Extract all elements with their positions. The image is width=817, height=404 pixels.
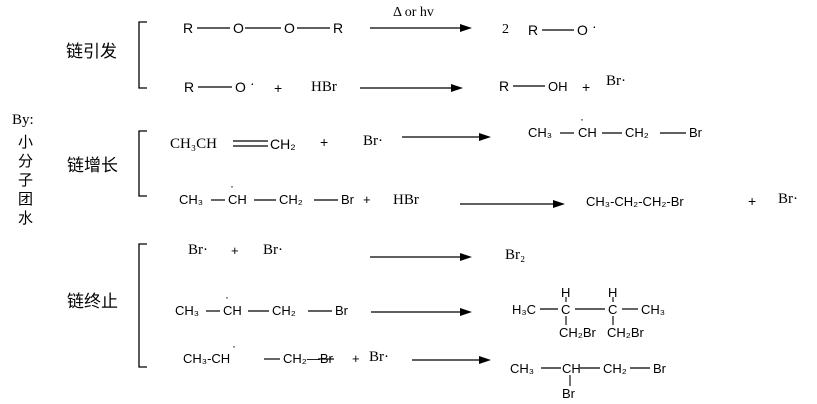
r2-HBr: HBr (311, 79, 337, 95)
r4-CH: CH (228, 192, 247, 207)
r4-HBr: HBr (393, 192, 419, 208)
r6-Br: Br (335, 303, 348, 318)
r6-p-CH2Br-2: CH₂Br (607, 325, 644, 340)
r3-CH2: CH₂ (270, 136, 296, 152)
r1-R-right: R (333, 20, 344, 36)
credit-char: 子 (18, 173, 34, 189)
r6-radical-dot: · (225, 290, 229, 304)
r4-Br: Br (341, 192, 354, 207)
arrowhead-r3 (479, 133, 491, 141)
r6-CH: CH (223, 303, 242, 318)
r6-p-CH2Br-1: CH₂Br (559, 325, 596, 340)
r3-p-CH: CH (578, 125, 597, 140)
r6-p-H2: H (608, 285, 618, 300)
credit-char: 团 (18, 192, 34, 208)
r4-CH2: CH₂ (279, 192, 303, 207)
r1-product-R: R (528, 22, 539, 38)
r5-plus: + (231, 243, 239, 258)
r2-R: R (184, 79, 195, 95)
r3-Br-radical: Br· (363, 133, 383, 149)
bracket-initiation (138, 21, 147, 89)
r3-p-Br: Br (689, 125, 702, 140)
r4-plus2: + (748, 193, 757, 209)
r4-radical-dot: · (230, 179, 234, 193)
r4-plus: + (363, 192, 371, 207)
section-initiation-label: 链引发 (66, 42, 117, 61)
bracket-termination (138, 243, 147, 368)
r1-condition: Δ or hv (393, 5, 434, 20)
r2-plus: + (274, 80, 283, 96)
arrowhead-r6 (460, 308, 472, 316)
r4-product-Br-radical: Br· (778, 191, 798, 207)
r1-product-dot: · (592, 18, 597, 34)
arrowhead-r4 (553, 200, 565, 208)
r1-product-O: O (577, 22, 588, 38)
r2-plus2: + (582, 79, 591, 95)
r2-product-Br-radical: Br· (606, 73, 626, 89)
r6-CH2: CH₂ (272, 303, 296, 318)
credit-char: 水 (18, 211, 34, 227)
r5-product-Br2: Br₂ (505, 247, 526, 263)
credit-by: By: (12, 112, 34, 128)
r3-plus: + (320, 134, 329, 150)
r6-p-C1: C (561, 302, 571, 317)
r7-CH3-CH: CH₃-CH (183, 351, 231, 366)
r4-CH3: CH₃ (179, 192, 204, 207)
r4-product: CH₃-CH₂-CH₂-Br (586, 194, 684, 209)
r7-CH2-Br: CH₂—Br (283, 351, 333, 366)
r7-p-CH3: CH₃ (510, 361, 535, 376)
section-termination-label: 链终止 (67, 292, 118, 311)
section-propagation-label: 链增长 (67, 156, 118, 175)
r2-dot: · (250, 75, 255, 91)
r7-Br-radical: Br· (369, 349, 389, 365)
r2-O: O (235, 79, 246, 95)
r3-p-radical-dot: · (580, 112, 584, 126)
r7-p-Br-end: Br (653, 361, 666, 376)
r2-product-OH: OH (548, 79, 568, 94)
r7-plus: + (352, 351, 360, 366)
r7-p-CH: CH (562, 361, 581, 376)
r1-R-left: R (183, 20, 194, 36)
r6-p-CH3: CH₃ (641, 302, 666, 317)
arrowhead-r1 (460, 24, 472, 32)
credit-char: 小 (18, 135, 34, 151)
r6-p-H3C: H₃C (512, 302, 537, 317)
r3-p-CH3: CH₃ (528, 125, 553, 140)
credit-char: 分 (18, 154, 34, 170)
r6-CH3: CH₃ (175, 303, 200, 318)
r5-Br-radical-2: Br· (263, 242, 283, 258)
r7-p-CH2: CH₂ (603, 361, 627, 376)
r1-O2: O (284, 20, 295, 36)
r1-O1: O (233, 20, 244, 36)
r1-coefficient: 2 (502, 22, 509, 37)
credit-author: 小 分 子 团 水 (18, 134, 33, 229)
arrowhead-r7 (479, 356, 491, 364)
r6-p-H1: H (561, 285, 571, 300)
r5-Br-radical-1: Br· (188, 242, 208, 258)
r7-p-Br-sub: Br (562, 386, 575, 401)
r3-p-CH2: CH₂ (625, 125, 649, 140)
bracket-propagation (138, 130, 147, 197)
arrowhead-r5 (460, 253, 472, 261)
r2-product-R: R (499, 78, 510, 94)
arrowhead-r2 (451, 84, 463, 92)
r3-CH3CH: CH₃CH (170, 136, 217, 152)
r6-p-C2: C (608, 302, 618, 317)
r7-radical-dot: · (232, 339, 236, 353)
